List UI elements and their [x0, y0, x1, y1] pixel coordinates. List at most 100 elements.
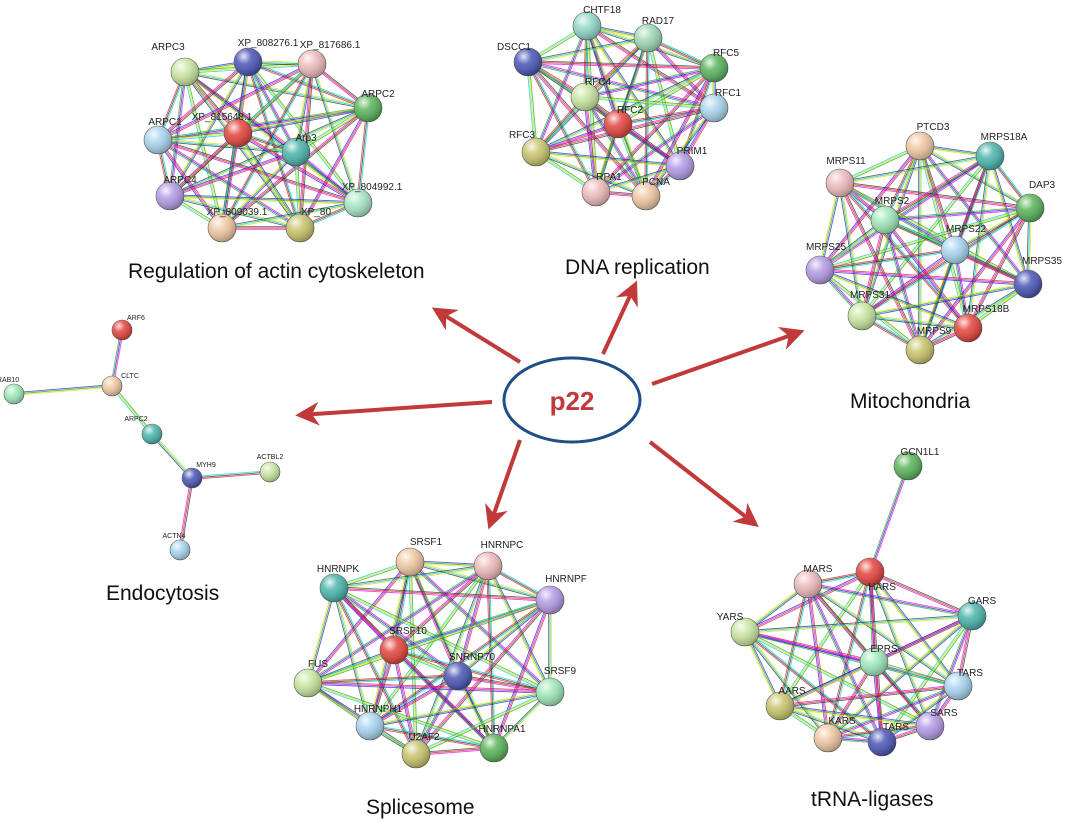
edge-strand [868, 465, 908, 572]
edge-splice [548, 600, 552, 692]
edge-strand [169, 71, 186, 197]
node-trna: TARS [867, 722, 909, 757]
edge-strand [839, 182, 969, 329]
node-mito: MRPS35 [1013, 256, 1062, 299]
node-label: ARPC3 [151, 42, 185, 53]
node-gloss [848, 302, 876, 330]
edge-strand [840, 146, 921, 185]
arrow-to-actin [431, 307, 522, 364]
edge-splice [332, 587, 418, 755]
edge-endo [110, 384, 154, 436]
edge-dna [584, 66, 715, 99]
edge-strand [183, 72, 222, 229]
node-label: RFC4 [585, 77, 612, 88]
node-dna: PRIM1 [665, 146, 708, 181]
node-label: MRPS11 [826, 156, 866, 167]
edge-strand [528, 60, 648, 196]
node-label: SRSF9 [544, 666, 577, 677]
node-gloss [794, 570, 822, 598]
edge-strand [486, 566, 550, 693]
edge-strand [862, 284, 1029, 318]
edge-splice [457, 674, 551, 694]
node-gloss [604, 110, 632, 138]
title-splice: Splicesome [366, 796, 475, 819]
node-gloss [941, 236, 969, 264]
node-dna: DSCC1 [497, 42, 543, 77]
node-splice: FUS [293, 659, 328, 698]
node-actin: XP_80 [285, 207, 331, 243]
node-trna: AARS [765, 686, 806, 721]
edge-endo [178, 477, 194, 551]
edge-actin [220, 150, 298, 230]
node-label: XP_808276.1 [238, 38, 299, 49]
node-actin: XP_804992.1 [342, 182, 403, 218]
edge-strand [221, 202, 359, 229]
edge-strand [184, 71, 223, 229]
node-label: RFC5 [713, 48, 740, 59]
edge-strand [237, 107, 369, 134]
edge-strand [169, 107, 369, 197]
edge-strand [862, 250, 957, 318]
edge-strand [744, 570, 870, 632]
edge-strand [408, 562, 550, 694]
node-gloss [536, 586, 564, 614]
node-gloss [868, 728, 896, 756]
edge-strand [308, 562, 412, 685]
edge-strand [168, 131, 238, 196]
edge-actin [168, 131, 240, 198]
node-gloss [480, 734, 508, 762]
edge-strand [170, 62, 250, 197]
arrows-layer [295, 280, 805, 530]
node-dna: RFC3 [509, 130, 551, 167]
edge-strand [156, 60, 248, 140]
edge-strand [885, 218, 970, 328]
edge-strand [679, 67, 715, 167]
edge-dna [527, 36, 649, 64]
edge-strand [870, 570, 973, 616]
node-trna: MARS [793, 564, 833, 599]
node-gloss [766, 692, 794, 720]
node-trna: GCN1L1 [893, 447, 940, 481]
node-gloss [1014, 270, 1042, 298]
edge-strand [307, 683, 551, 694]
edge-strand [307, 648, 394, 683]
node-gloss [806, 256, 834, 284]
node-label: MYH9 [196, 462, 216, 469]
edge-strand [157, 140, 296, 154]
edge-dna [583, 95, 682, 168]
edge-endo [13, 384, 113, 396]
edge-strand [169, 151, 297, 197]
edge-strand [394, 649, 418, 754]
edge-strand [221, 132, 239, 229]
node-label: KARS [828, 716, 856, 727]
edge-strand [416, 566, 490, 755]
edge-mito [861, 282, 1029, 318]
edge-strand [819, 248, 955, 270]
node-gloss [958, 602, 986, 630]
edge-strand [860, 219, 885, 316]
node-gloss [102, 376, 122, 396]
node-gloss [396, 548, 424, 576]
edge-strand [191, 470, 270, 478]
arrow-to-dna [601, 280, 638, 355]
edge-strand [745, 616, 973, 634]
node-label: DSCC1 [497, 42, 531, 53]
node-label: ARPC2 [361, 89, 395, 100]
edge-strand [294, 63, 312, 152]
edge-strand [584, 66, 714, 97]
edge-strand [333, 587, 417, 755]
node-gloss [894, 452, 922, 480]
edge-mito [838, 182, 864, 317]
edge-strand [308, 600, 551, 685]
node-gloss [402, 740, 430, 768]
edge-mito [818, 182, 842, 271]
edge-dna [584, 95, 715, 110]
node-gloss [286, 214, 314, 242]
node-label: ACTN4 [163, 533, 186, 540]
edge-strand [745, 630, 884, 742]
node-mito: MRPS18B [953, 304, 1010, 343]
edge-strand [246, 62, 296, 153]
edge-strand [220, 132, 238, 228]
edge-strand [221, 201, 358, 228]
edge-strand [595, 107, 715, 193]
